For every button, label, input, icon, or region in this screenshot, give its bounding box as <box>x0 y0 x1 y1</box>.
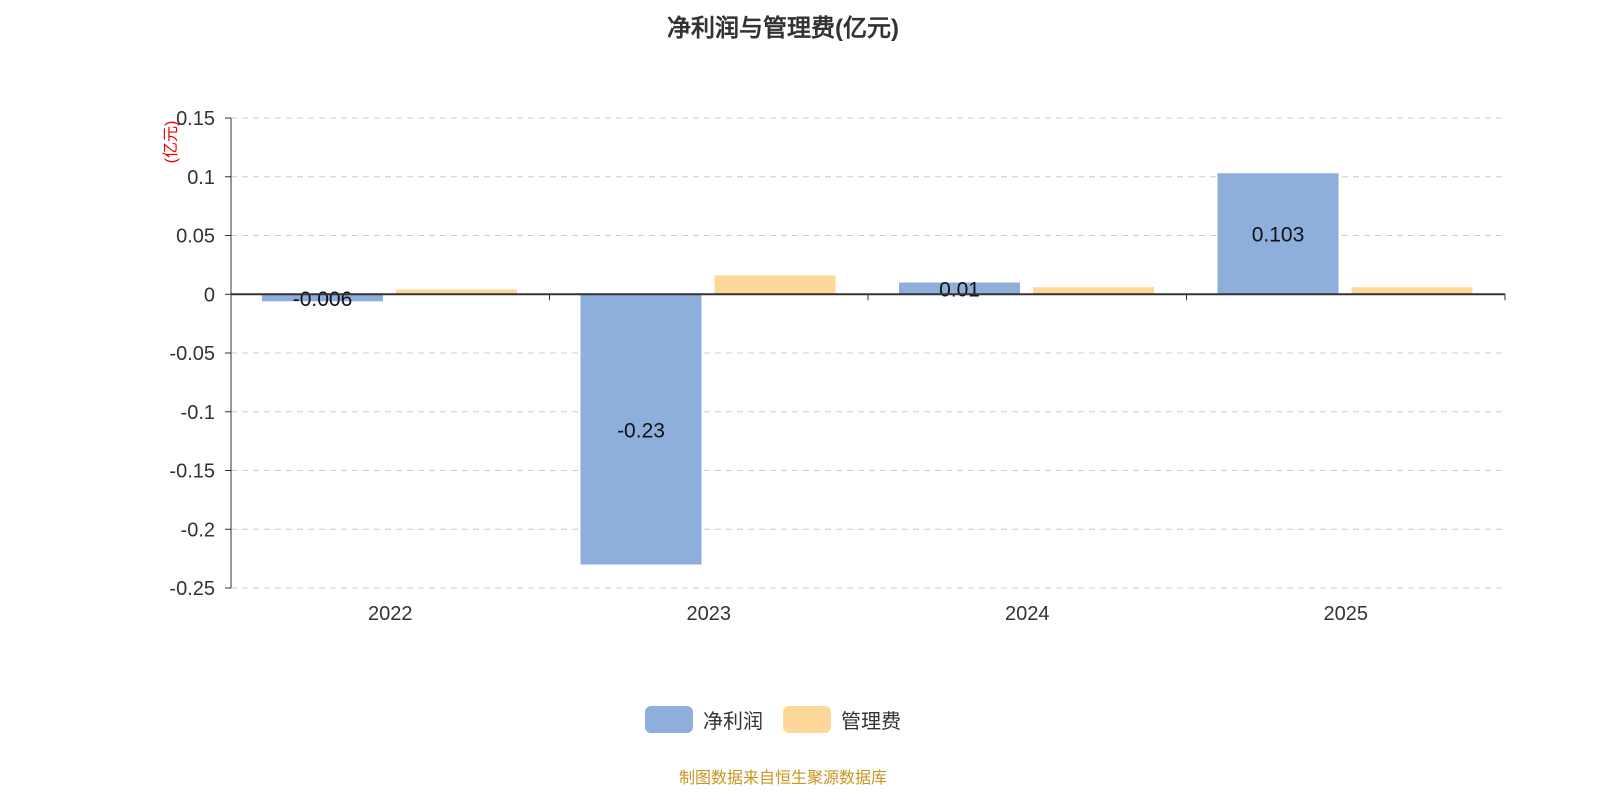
legend-swatch-admin-fee <box>783 706 831 733</box>
bar-net-profit <box>262 294 383 302</box>
y-tick-label: 0.15 <box>176 108 215 130</box>
y-tick-label: -0.15 <box>169 461 215 483</box>
data-source-note: 制图数据来自恒生聚源数据库 <box>678 770 887 787</box>
chart-title: 净利润与管理费(亿元) <box>667 15 899 42</box>
legend-label: 管理费 <box>841 711 901 733</box>
legend-item-admin-fee[interactable]: 管理费 <box>783 705 901 734</box>
y-tick-label: -0.05 <box>169 343 215 365</box>
y-tick-label: -0.2 <box>181 519 215 541</box>
y-tick-label: -0.1 <box>181 402 215 424</box>
x-tick-label: 2025 <box>1324 603 1369 625</box>
bar-net-profit <box>580 294 702 565</box>
bar-net-profit <box>899 282 1020 295</box>
legend-item-net-profit[interactable]: 净利润 <box>645 705 763 734</box>
y-axis-label: (亿元) <box>162 121 180 164</box>
bar-admin-fee <box>714 275 836 295</box>
bar-admin-fee <box>1033 287 1154 295</box>
y-tick-label: -0.25 <box>169 578 215 600</box>
data-label: -0.23 <box>617 419 665 442</box>
bar-admin-fee <box>1351 287 1473 295</box>
data-label: 0.103 <box>1252 224 1305 247</box>
data-label: -0.006 <box>293 288 353 311</box>
x-tick-label: 2024 <box>1005 603 1050 625</box>
y-tick-label: 0 <box>204 284 215 306</box>
legend: 净利润 管理费 <box>645 705 911 734</box>
x-tick-label: 2023 <box>687 603 732 625</box>
legend-label: 净利润 <box>703 711 763 733</box>
y-tick-label: 0.1 <box>187 167 215 189</box>
legend-swatch-net-profit <box>645 706 693 733</box>
y-tick-label: 0.05 <box>176 226 215 248</box>
bar-admin-fee <box>396 289 517 295</box>
data-label: 0.01 <box>939 278 980 301</box>
x-tick-label: 2022 <box>368 603 413 625</box>
bar-net-profit <box>1217 173 1339 295</box>
